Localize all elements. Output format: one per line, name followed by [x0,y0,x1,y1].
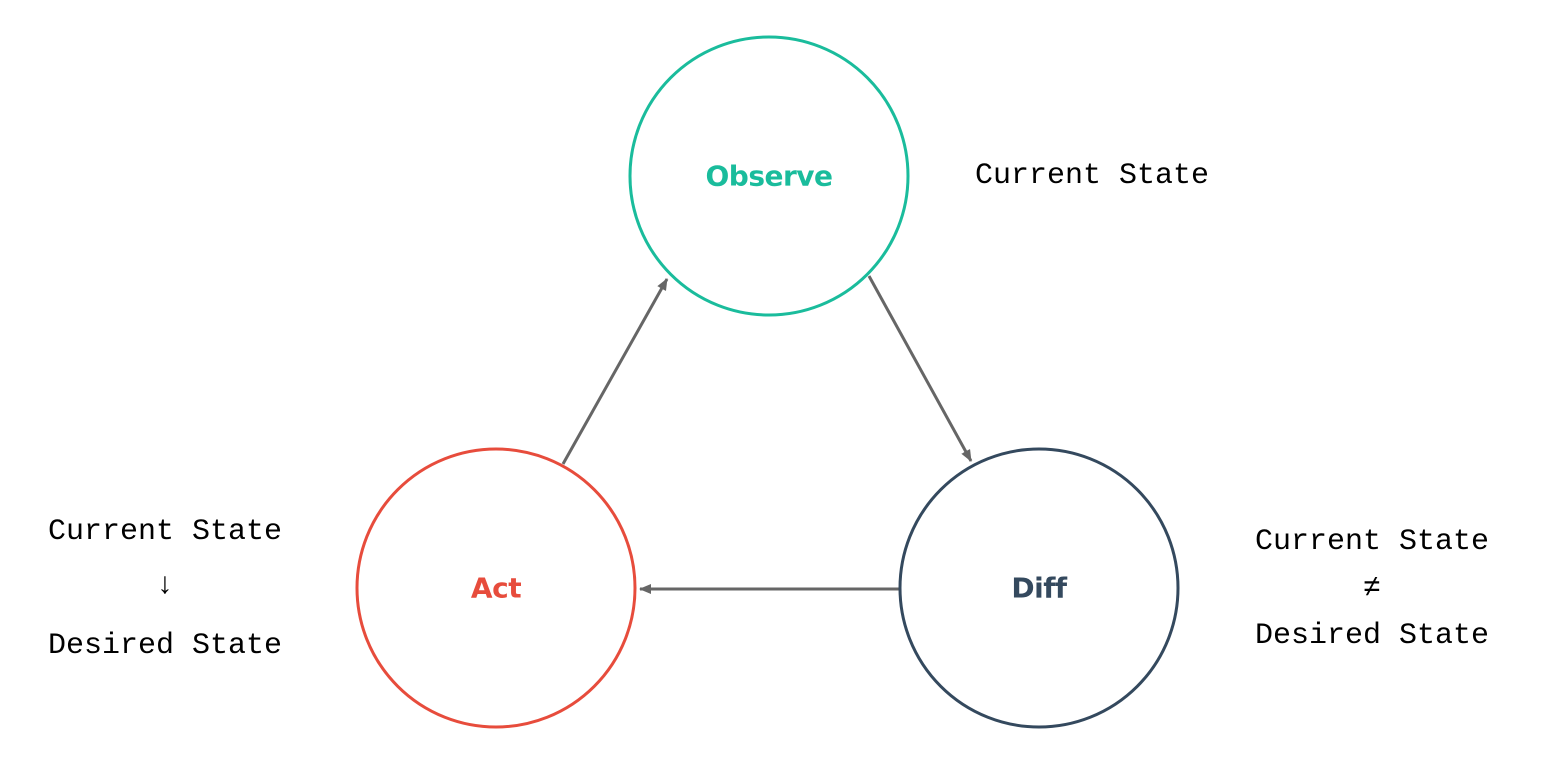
diff-state-line-2: Desired State [1255,619,1489,653]
node-observe: Observe [628,35,910,317]
annotation-diff: Current State ≠ Desired State [1255,525,1489,653]
act-label: Act [471,572,521,605]
act-state-line-2: Desired State [48,629,282,663]
observe-state-line: Current State [975,159,1209,193]
node-diff: Diff [898,447,1180,729]
edge-act-to-observe [561,278,669,465]
diff-not-equal-symbol: ≠ [1363,572,1381,606]
annotation-observe: Current State [975,159,1209,193]
edge-observe-to-diff [867,275,973,462]
annotation-act: Current State ↓ Desired State [48,515,282,663]
observe-label: Observe [705,160,832,193]
act-circle [355,447,637,729]
diff-label: Diff [1011,572,1068,605]
observe-circle [628,35,910,317]
diff-state-line-1: Current State [1255,525,1489,559]
act-state-line-1: Current State [48,515,282,549]
act-arrow-down-symbol: ↓ [156,569,174,603]
node-act: Act [355,447,637,729]
diff-circle [898,447,1180,729]
